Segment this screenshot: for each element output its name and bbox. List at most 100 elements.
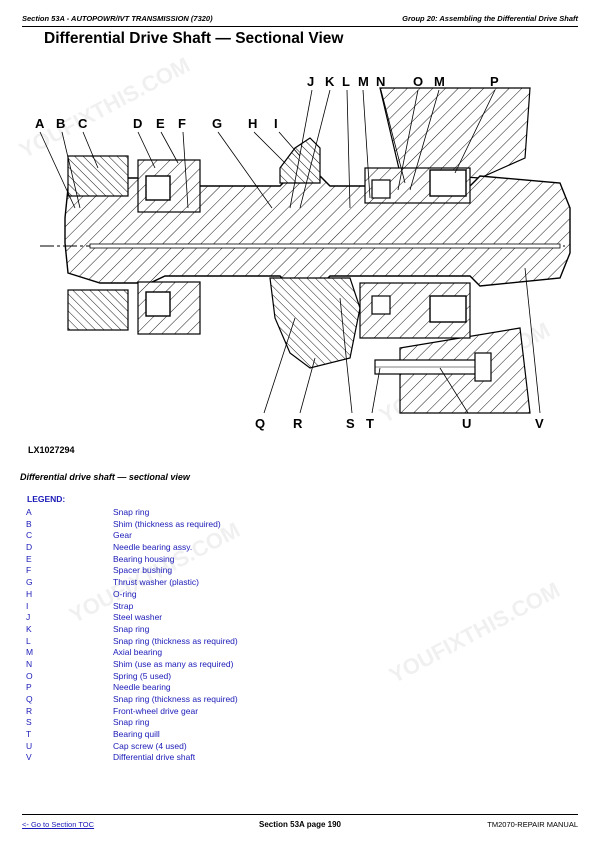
legend-label: Steel washer [113, 612, 163, 623]
callout-label: Q [255, 416, 265, 431]
callout-labels-bottom: Q R S T U V [255, 416, 544, 431]
callout-label: O [413, 74, 423, 89]
bearing-housing [137, 159, 201, 335]
legend-key: H [26, 588, 33, 599]
callout-label: A [35, 116, 45, 131]
callout-label: G [212, 116, 222, 131]
callout-label: F [178, 116, 186, 131]
legend-key: O [26, 670, 33, 681]
footer-rule [22, 814, 578, 815]
legend-item: C Gear [26, 530, 426, 542]
callout-label: E [156, 116, 165, 131]
legend-label: Axial bearing [113, 647, 163, 658]
legend-item: A Snap ring [26, 507, 426, 519]
legend-key: C [26, 530, 33, 541]
legend-key: D [26, 542, 33, 553]
legend-label: Shim (thickness as required) [113, 518, 221, 529]
callout-label: M [358, 74, 369, 89]
figure-caption: Differential drive shaft — sectional vie… [20, 472, 190, 482]
callout-label: T [366, 416, 374, 431]
legend-label: Gear [113, 530, 132, 541]
legend-item: R Front-wheel drive gear [26, 706, 426, 718]
legend-item: V Differential drive shaft [26, 752, 426, 764]
legend-key: F [26, 565, 32, 576]
legend-key: A [26, 507, 32, 517]
legend-key: S [26, 717, 32, 728]
callout-label: P [490, 74, 499, 89]
callout-label: R [293, 416, 303, 431]
callout-label: V [535, 416, 544, 431]
figure-id: LX1027294 [28, 445, 75, 455]
legend-item: I Strap [26, 601, 426, 613]
legend-key: L [26, 635, 31, 646]
legend-item: P Needle bearing [26, 682, 426, 694]
legend-key: M [26, 647, 34, 658]
legend-label: Strap [113, 600, 134, 611]
callout-label: D [133, 116, 142, 131]
callout-label: S [346, 416, 355, 431]
legend-label: Cap screw (4 used) [113, 740, 187, 751]
callout-label: H [248, 116, 257, 131]
legend-item: B Shim (thickness as required) [26, 519, 426, 531]
legend-label: Bearing quill [113, 729, 160, 740]
callout-labels-top: A B C D E F G H I J K L M N O M P [35, 74, 499, 131]
callout-label: M [434, 74, 445, 89]
legend-label: Snap ring (thickness as required) [113, 694, 238, 704]
front-wheel-drive-gear [269, 137, 361, 369]
legend-key: T [26, 729, 32, 740]
header-rule [22, 26, 578, 27]
legend-item: F Spacer bushing [26, 565, 426, 577]
section-toc-link[interactable]: <- Go to Section TOC [22, 820, 95, 829]
sectional-view-diagram: A B C D E F G H I J K L M N O M P [35, 74, 571, 431]
cap-screw [374, 352, 492, 382]
callout-label: J [307, 74, 314, 89]
legend-key: K [26, 623, 32, 634]
legend-key: B [26, 518, 32, 529]
legend-label: Shim (use as many as required) [113, 658, 234, 669]
legend-label: Differential drive shaft [113, 752, 196, 763]
legend-label: Spacer bushing [113, 565, 173, 576]
legend-key: E [26, 553, 32, 564]
legend-key: U [26, 740, 33, 751]
legend-key: P [26, 682, 32, 693]
callout-label: B [56, 116, 65, 131]
legend-item: M Axial bearing [26, 647, 426, 659]
callout-label: C [78, 116, 88, 131]
legend-label: Spring (5 used) [113, 670, 172, 681]
header-section: Section 53A - AUTOPOWR/IVT TRANSMISSION … [22, 14, 213, 23]
gear-left [67, 155, 129, 331]
callout-label: N [376, 74, 385, 89]
legend-label: Snap ring [113, 717, 150, 728]
callout-leaders [39, 89, 541, 414]
legend-list: A Snap ring B Shim (thickness as required)… [26, 507, 426, 764]
legend-label: O-ring [113, 588, 137, 599]
legend-label: Needle bearing [113, 682, 171, 693]
legend-key: I [26, 600, 29, 611]
legend-item: D Needle bearing assy. [26, 542, 426, 554]
page-title: Differential Drive Shaft — Sectional Vie… [44, 30, 344, 47]
callout-label: I [274, 116, 278, 131]
legend-heading: LEGEND: [27, 494, 66, 504]
legend-item: K Snap ring [26, 624, 426, 636]
legend-key: R [26, 705, 33, 716]
legend-item: T Bearing quill [26, 729, 426, 741]
page-number: Section 53A page 190 [259, 820, 341, 829]
legend-key: V [26, 752, 32, 763]
callout-label: L [342, 74, 350, 89]
legend-item: S Snap ring [26, 717, 426, 729]
legend-label: Snap ring [113, 623, 150, 634]
legend-label: Snap ring [113, 507, 150, 517]
legend-label: Needle bearing assy. [113, 542, 193, 553]
legend-item: L Snap ring (thickness as required) [26, 636, 426, 648]
legend-label: Snap ring (thickness as required) [113, 635, 238, 646]
legend-key: J [26, 612, 31, 623]
legend-item: O Spring (5 used) [26, 671, 426, 683]
callout-label: U [462, 416, 471, 431]
manual-id: TM2070-REPAIR MANUAL [487, 820, 578, 829]
legend-label: Front-wheel drive gear [113, 705, 199, 716]
legend-label: Thrust washer (plastic) [113, 577, 199, 588]
